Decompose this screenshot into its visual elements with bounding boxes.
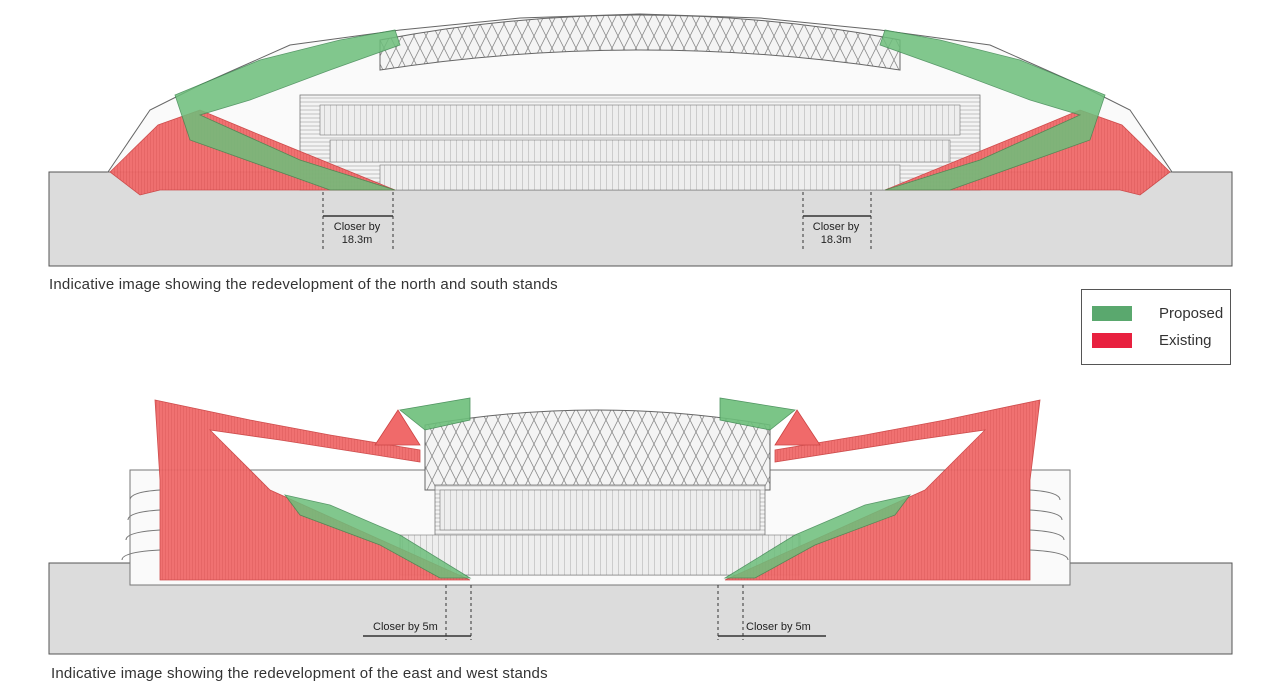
dimension-line2: 18.3m [341,234,373,246]
dimension-line1: Closer by [333,221,381,233]
lower-tier [379,164,901,191]
facade-fins-left [121,489,161,561]
dimension-right-5m [717,585,826,640]
dimension-label-ew-right: Closer by 5m [746,621,811,633]
legend: Proposed Existing [1081,289,1231,365]
caption-east-west: Indicative image showing the redevelopme… [51,665,548,682]
north-south-section [48,13,1233,267]
upper-tier [439,489,761,531]
dimension-label-ew-left: Closer by 5m [373,621,438,633]
proposed-roof-right [719,397,796,431]
dimension-line1: Closer by [812,221,860,233]
proposed-stand-right [723,494,911,579]
dimension-right-18m [802,192,872,252]
proposed-stand-right [879,29,1106,191]
existing-stand-right [724,399,1041,581]
east-west-section [48,397,1233,655]
dimension-label-ns-left: Closer by 18.3m [326,221,388,247]
middle-tier [329,139,951,163]
caption-north-south: Indicative image showing the redevelopme… [49,276,558,293]
legend-item-existing: Existing [1092,331,1212,349]
legend-label-existing: Existing [1159,331,1212,349]
existing-gable-right [774,409,821,446]
proposed-roof-left [399,397,471,431]
legend-swatch-existing [1092,332,1132,348]
upper-tier [319,104,961,136]
legend-item-proposed: Proposed [1092,304,1223,322]
dimension-line2: 18.3m [820,234,852,246]
dimension-label-ns-right: Closer by 18.3m [805,221,867,247]
roof-truss [424,409,771,491]
existing-gable-left [374,409,421,446]
dimension-left-5m [363,585,472,640]
existing-stand-left [154,399,471,581]
facade-fins-right [1029,489,1069,561]
proposed-stand-left [284,494,472,579]
legend-label-proposed: Proposed [1159,304,1224,322]
proposed-stand-left [174,29,401,191]
legend-swatch-proposed [1092,305,1132,321]
roof-truss [379,14,901,71]
dimension-left-18m [322,192,394,252]
